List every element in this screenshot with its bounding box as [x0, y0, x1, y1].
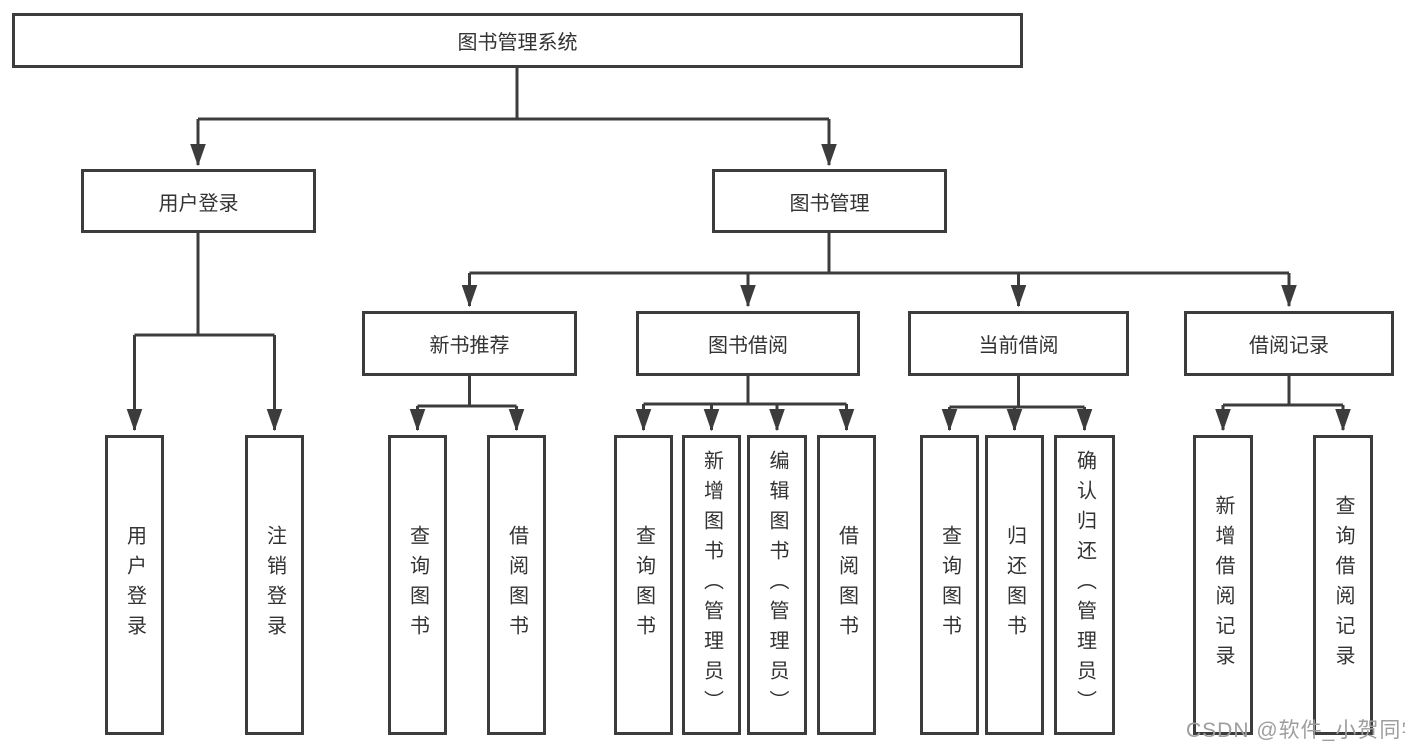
node-user-login-branch: 用户登录	[81, 169, 316, 233]
node-book-borrowing: 图书借阅	[636, 311, 860, 376]
leaf-query-book-recommend: 查询图书	[388, 435, 447, 735]
leaf-borrow-book-borrowing: 借阅图书	[817, 435, 876, 735]
node-label: 新书推荐	[429, 335, 510, 357]
leaf-return-book: 归还图书	[985, 435, 1044, 735]
node-label: 编辑图书（管理员）	[766, 450, 788, 720]
node-label: 查询图书	[938, 525, 961, 645]
node-label: 新增图书（管理员）	[700, 450, 723, 720]
leaf-add-borrow-record: 新增借阅记录	[1193, 435, 1253, 735]
node-label: 查询图书	[406, 525, 429, 645]
node-label: 查询借阅记录	[1332, 495, 1354, 675]
node-current-borrowing: 当前借阅	[908, 311, 1129, 376]
leaf-add-book-admin: 新增图书（管理员）	[682, 435, 741, 735]
leaf-query-book-current: 查询图书	[920, 435, 979, 735]
node-label: 确认归还（管理员）	[1073, 450, 1096, 720]
leaf-logout: 注销登录	[245, 435, 304, 735]
node-label: 图书管理	[789, 192, 870, 215]
csdn-watermark: CSDN @软件_小贺同学	[1186, 719, 1405, 742]
node-label: 查询图书	[632, 525, 655, 645]
node-new-book-recommend: 新书推荐	[362, 311, 577, 376]
leaf-confirm-return-admin: 确认归还（管理员）	[1054, 435, 1115, 735]
node-label: 当前借阅	[978, 335, 1059, 357]
node-label: 借阅图书	[505, 525, 528, 645]
node-label: 图书管理系统	[457, 32, 578, 54]
leaf-borrow-book-recommend: 借阅图书	[487, 435, 546, 735]
node-label: 借阅图书	[835, 525, 858, 645]
node-label: 用户登录	[123, 525, 146, 645]
node-label: 注销登录	[263, 525, 286, 645]
node-book-management-branch: 图书管理	[712, 169, 947, 233]
leaf-query-borrow-record: 查询借阅记录	[1313, 435, 1373, 735]
leaf-edit-book-admin: 编辑图书（管理员）	[747, 435, 807, 735]
node-label: 归还图书	[1003, 525, 1026, 645]
node-label: 借阅记录	[1249, 335, 1329, 357]
node-label: 用户登录	[158, 192, 239, 215]
leaf-query-book-borrowing: 查询图书	[614, 435, 673, 735]
leaf-user-login: 用户登录	[105, 435, 164, 735]
node-root-library-system: 图书管理系统	[12, 13, 1023, 68]
node-label: 图书借阅	[708, 335, 788, 357]
node-label: 新增借阅记录	[1212, 495, 1234, 675]
node-borrowing-records: 借阅记录	[1184, 311, 1394, 376]
